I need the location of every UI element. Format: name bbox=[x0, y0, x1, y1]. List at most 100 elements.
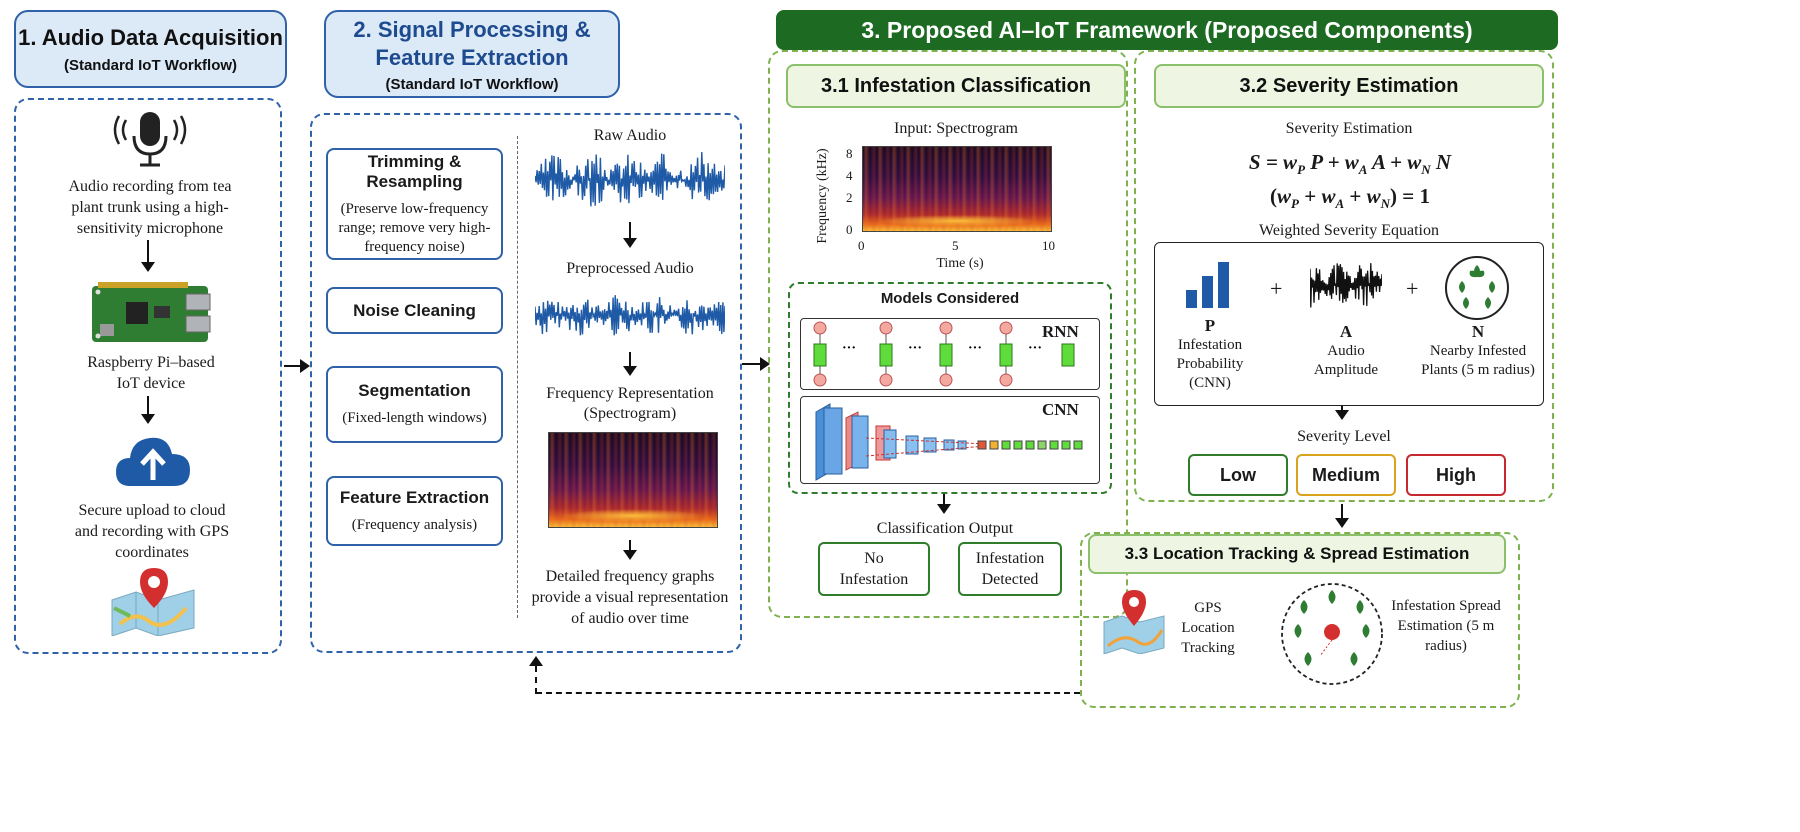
a-letter: A bbox=[1339, 322, 1353, 341]
cloud-caption: Secure upload to cloud and recording wit… bbox=[74, 502, 230, 561]
classification-header: 3.1 Infestation Classification bbox=[786, 64, 1126, 108]
rnn-ellipsis: ··· bbox=[908, 341, 922, 356]
spec-ytick: 4 bbox=[846, 168, 853, 183]
spec-ytick: 0 bbox=[846, 222, 853, 237]
nearby-plants-icon bbox=[1445, 256, 1509, 320]
step-segmentation: Segmentation (Fixed-length windows) bbox=[326, 366, 503, 443]
rnn-node bbox=[999, 373, 1013, 387]
weighted-eq-label: Weighted Severity Equation bbox=[1259, 222, 1439, 239]
step-title: Noise Cleaning bbox=[353, 300, 476, 320]
spread-estimation-icon bbox=[1281, 583, 1383, 685]
microphone-icon bbox=[113, 112, 187, 167]
spectrogram-image bbox=[548, 432, 718, 528]
arrow-down-icon bbox=[1341, 504, 1343, 520]
rnn-node bbox=[999, 321, 1013, 335]
raspberry-pi-icon bbox=[92, 282, 211, 342]
rnn-node bbox=[879, 321, 893, 335]
arrow-down-icon bbox=[629, 222, 631, 240]
severity-level-title: Severity Level bbox=[1297, 428, 1391, 445]
classification-title: 3.1 Infestation Classification bbox=[820, 74, 1092, 97]
cnn-diagram-graphic bbox=[815, 403, 1083, 481]
severity-low: Low bbox=[1188, 454, 1288, 496]
arrowhead-icon bbox=[141, 262, 155, 272]
step-desc: (Preserve low-frequency range; remove ve… bbox=[338, 200, 491, 255]
spec-ytick: 2 bbox=[846, 190, 853, 205]
section2-header: 2. Signal Processing & Feature Extractio… bbox=[324, 10, 620, 98]
step-title: Segmentation bbox=[358, 381, 471, 400]
severity-header: 3.2 Severity Estimation bbox=[1154, 64, 1544, 108]
arrow-down-icon bbox=[147, 396, 149, 416]
severity-high-label: High bbox=[1436, 464, 1476, 485]
cnn-unit bbox=[1049, 440, 1059, 450]
section1-subtitle: (Standard IoT Workflow) bbox=[63, 56, 238, 74]
p-desc: Infestation Probability (CNN) bbox=[1176, 337, 1244, 391]
arrowhead-icon bbox=[1335, 518, 1349, 528]
rnn-ellipsis: ··· bbox=[1028, 341, 1042, 356]
raw-waveform bbox=[535, 151, 725, 207]
raw-audio-label: Raw Audio bbox=[593, 127, 667, 144]
cnn-label: CNN bbox=[1042, 400, 1079, 419]
classification-output-title: Classification Output bbox=[876, 520, 1014, 537]
spec-ytick: 8 bbox=[846, 146, 853, 161]
section2-title-line2: Feature Extraction bbox=[375, 44, 569, 70]
severity-medium-label: Medium bbox=[1311, 464, 1380, 485]
severity-subtitle: Severity Estimation bbox=[1285, 120, 1413, 137]
output-no-infestation: No Infestation bbox=[818, 542, 930, 596]
feedback-line-horizontal bbox=[536, 692, 1080, 694]
step-desc: (Fixed-length windows) bbox=[342, 410, 487, 426]
section3-title: 3. Proposed AI–IoT Framework (Proposed C… bbox=[861, 16, 1473, 43]
severity-medium: Medium bbox=[1296, 454, 1396, 496]
arrow-down-icon bbox=[147, 240, 149, 264]
flow-arrow bbox=[742, 363, 762, 365]
spec-ylabel: Frequency (kHz) bbox=[815, 148, 830, 244]
rnn-node bbox=[939, 373, 953, 387]
arrowhead-icon bbox=[623, 238, 637, 248]
input-spectrogram bbox=[862, 146, 1052, 232]
rnn-node bbox=[939, 321, 953, 335]
arrowhead-icon bbox=[623, 366, 637, 376]
rnn-node bbox=[813, 321, 827, 335]
step-desc: (Frequency analysis) bbox=[351, 516, 478, 533]
rnn-cell bbox=[939, 343, 953, 367]
models-panel bbox=[788, 282, 1112, 494]
location-header: 3.3 Location Tracking & Spread Estimatio… bbox=[1088, 534, 1506, 574]
step-trimming: Trimming & Resampling (Preserve low-freq… bbox=[326, 148, 503, 260]
freq-rep-line2: (Spectrogram) bbox=[583, 405, 677, 422]
preprocessed-waveform bbox=[535, 295, 725, 336]
preprocessed-audio-label: Preprocessed Audio bbox=[566, 260, 694, 277]
cnn-unit bbox=[977, 440, 987, 450]
detail-caption: Detailed frequency graphs provide a visu… bbox=[531, 568, 729, 627]
arrowhead-icon bbox=[300, 359, 310, 373]
rnn-node bbox=[813, 373, 827, 387]
section1-title: 1. Audio Data Acquisition bbox=[18, 24, 283, 50]
step-title: Trimming & Resampling bbox=[366, 151, 463, 191]
models-title: Models Considered bbox=[880, 290, 1020, 307]
output-yes-label: Infestation Detected bbox=[975, 550, 1045, 588]
map-pin-icon bbox=[111, 568, 195, 636]
audio-amplitude-icon bbox=[1310, 263, 1382, 308]
section2-subtitle: (Standard IoT Workflow) bbox=[385, 75, 559, 93]
severity-components-box bbox=[1154, 242, 1544, 406]
arrow-down-icon bbox=[1341, 406, 1343, 412]
rnn-ellipsis: ··· bbox=[842, 341, 856, 356]
rnn-ellipsis: ··· bbox=[968, 341, 982, 356]
arrow-down-icon bbox=[629, 540, 631, 552]
feedback-line-vertical bbox=[535, 666, 537, 694]
plus-sign: + bbox=[1406, 276, 1419, 301]
section3-outer-right bbox=[1134, 50, 1554, 502]
arrowhead-icon bbox=[529, 656, 543, 666]
mic-caption: Audio recording from tea plant trunk usi… bbox=[68, 178, 232, 237]
gps-map-icon bbox=[1103, 590, 1165, 654]
arrowhead-icon bbox=[937, 504, 951, 514]
step-noise-cleaning: Noise Cleaning bbox=[326, 287, 503, 334]
divider bbox=[517, 136, 518, 618]
bar-chart-icon bbox=[1186, 262, 1229, 308]
spec-xtick: 0 bbox=[858, 238, 865, 253]
spread-label: Infestation Spread Estimation (5 m radiu… bbox=[1391, 598, 1501, 654]
a-desc: Audio Amplitude bbox=[1313, 343, 1379, 378]
rnn-cell bbox=[813, 343, 827, 367]
cnn-unit bbox=[1025, 440, 1035, 450]
severity-title: 3.2 Severity Estimation bbox=[1239, 74, 1459, 97]
arrowhead-icon bbox=[1335, 410, 1349, 420]
n-letter: N bbox=[1471, 322, 1485, 341]
